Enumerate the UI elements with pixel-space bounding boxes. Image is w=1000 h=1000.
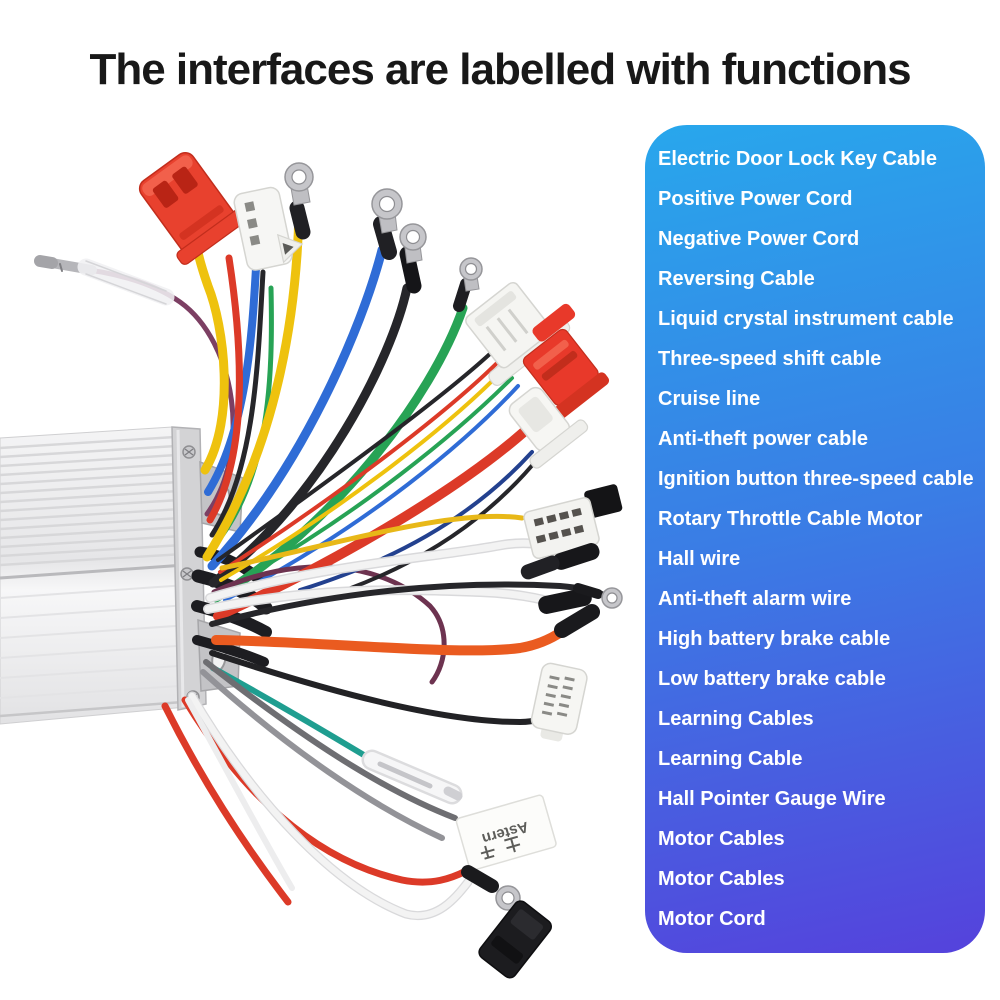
wire-red-b: [213, 403, 554, 621]
list-item: Anti-theft power cable: [658, 428, 869, 450]
list-item: Learning Cable: [658, 748, 803, 770]
wire-thin-red: [218, 358, 502, 574]
list-item: Motor Cord: [658, 908, 766, 930]
throttle-6pin-connector: [523, 484, 623, 560]
wire-orange: [211, 619, 577, 656]
list-item: Electric Door Lock Key Cable: [658, 148, 937, 170]
ring-terminal-2: [371, 188, 403, 260]
wire-thin-yellow: [219, 366, 507, 582]
case-seam: [0, 563, 186, 580]
clear-sleeve-edges: [85, 260, 167, 305]
red-spade-connector: [138, 151, 251, 265]
learning-connector: [530, 662, 588, 742]
wire-gray-1: [203, 659, 458, 821]
small-white-connector: [508, 386, 589, 469]
function-list-panel: Electric Door Lock Key Cable Positive Po…: [645, 125, 985, 953]
wire-blue-b: [207, 245, 387, 571]
wire-white-3: [188, 692, 472, 919]
wire-black-a: [209, 269, 266, 538]
wire-red-a: [206, 254, 243, 524]
label-tag: Astern: [455, 794, 557, 871]
wire-red-c: [181, 696, 470, 886]
wire-red-d: [161, 702, 292, 906]
list-item: Hall wire: [658, 548, 741, 570]
sm-plug-connector: [478, 900, 552, 979]
list-item: Three-speed shift cable: [658, 348, 882, 370]
wire-gray-2: [200, 669, 445, 841]
list-item: Rotary Throttle Cable Motor: [658, 508, 923, 530]
list-item: Positive Power Cord: [658, 188, 853, 210]
small-ring-terminal: [573, 583, 623, 609]
list-item: Anti-theft alarm wire: [658, 588, 852, 610]
list-item: High battery brake cable: [658, 628, 891, 650]
wire-darkblue: [298, 450, 534, 592]
wire-black-b: [208, 283, 412, 588]
clear-sleeve: [77, 258, 175, 306]
page-title: The interfaces are labelled with functio…: [89, 45, 911, 95]
list-item: Cruise line: [658, 388, 761, 410]
wire-thin-black: [216, 350, 494, 562]
list-item: Liquid crystal instrument cable: [658, 308, 954, 330]
heatsink-fins: [0, 435, 185, 567]
wire-teal: [210, 665, 375, 763]
label-tag-cjk-marks: [480, 835, 521, 860]
wire-white-4: [185, 697, 295, 891]
list-item: Reversing Cable: [658, 268, 815, 290]
clear-crimp-terminal: [361, 749, 463, 805]
list-item: Low battery brake cable: [658, 668, 886, 690]
list-item: Motor Cables: [658, 868, 785, 890]
wire-blue-a: [204, 264, 260, 496]
list-item: Negative Power Cord: [658, 228, 860, 250]
bullet-connectors: [520, 543, 600, 614]
wire-yellow-thin: [219, 513, 525, 571]
list-item: Learning Cables: [658, 708, 814, 730]
wire-white-2: [204, 586, 562, 613]
list-item: Ignition button three-speed cable: [658, 468, 974, 490]
wire-thin-green: [221, 376, 514, 592]
white-box-connector: [465, 281, 571, 387]
red-t-connector: [522, 303, 610, 419]
wire-yellow-a: [191, 235, 229, 475]
list-item: Motor Cables: [658, 828, 785, 850]
list-item: Hall Pointer Gauge Wire: [658, 788, 886, 810]
orange-wire-sleeve: [554, 604, 600, 638]
ring-terminal-3: [399, 223, 427, 294]
bottom-ring-terminal: [461, 865, 521, 911]
white-3pin-connector: [233, 186, 304, 271]
ring-terminal-1: [284, 162, 314, 240]
ring-terminal-4: [453, 257, 483, 312]
